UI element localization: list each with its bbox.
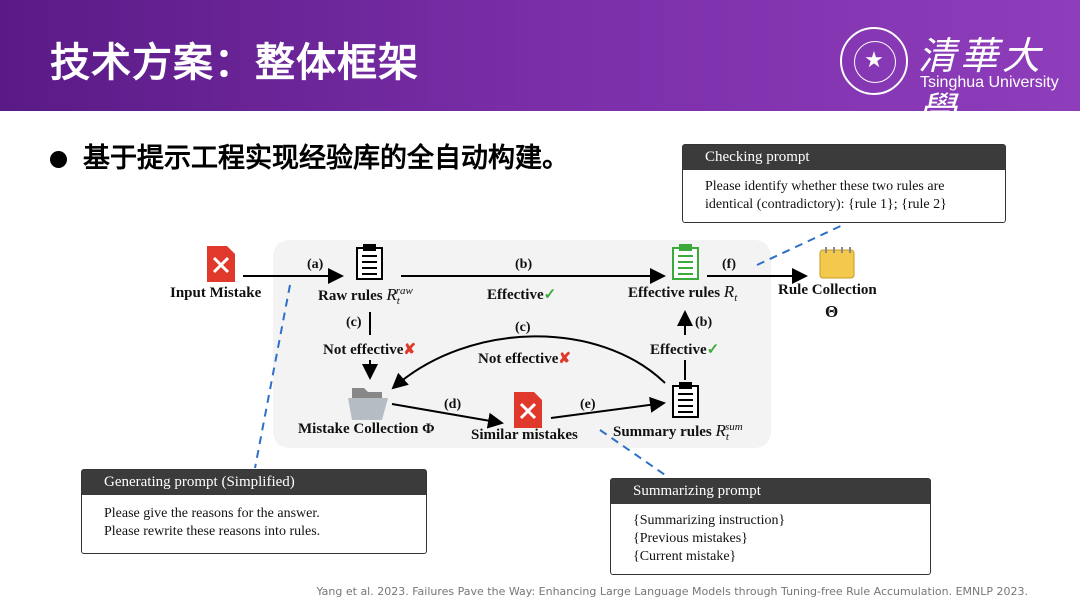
arrow-c-curve (391, 335, 666, 390)
effective-label-top: Effective✓ (487, 287, 557, 303)
checking-line: identical (contradictory): {rule 1}; {ru… (705, 197, 947, 212)
rule-collection-notebook-icon (819, 247, 855, 279)
rule-collection-label: Rule Collection (778, 282, 877, 298)
citation: Yang et al. 2023. Failures Pave the Way:… (316, 585, 1028, 598)
slide-header: 技术方案：整体框架 ★ 清華大學 Tsinghua University (0, 0, 1080, 133)
generating-line: Please give the reasons for the answer. (104, 506, 320, 521)
input-mistake-icon (207, 246, 235, 282)
summarizing-line: {Previous mistakes} (633, 531, 748, 546)
summarizing-line: {Current mistake} (633, 549, 737, 564)
tsinghua-seal-logo: ★ (840, 27, 908, 95)
effective-rules-label: Effective rules Rt (628, 282, 738, 304)
not-effective-curve: Not effective✘ (478, 351, 571, 367)
bullet-point: 基于提示工程实现经验库的全自动构建。 (50, 136, 569, 175)
summarizing-prompt-box: Summarizing prompt {Summarizing instruct… (610, 478, 931, 575)
generating-line: Please rewrite these reasons into rules. (104, 524, 321, 539)
checking-prompt-title: Checking prompt (683, 145, 1005, 170)
effective-rules-clipboard-icon (672, 244, 699, 280)
label-c-left: (c) (346, 315, 362, 330)
label-b: (b) (515, 257, 533, 272)
label-c-curve: (c) (515, 320, 531, 335)
logo-chinese: 清華大學 (918, 34, 1045, 133)
summarizing-prompt-title: Summarizing prompt (611, 479, 930, 504)
raw-rules-label: Raw rules Rtraw (318, 285, 413, 307)
label-b-right: (b) (695, 315, 713, 330)
label-a: (a) (307, 257, 324, 272)
mistake-collection-folder-icon (348, 388, 388, 420)
similar-mistake-icon (514, 392, 542, 428)
mistake-collection-label: Mistake Collection Φ (298, 421, 435, 437)
similar-mistakes-label: Similar mistakes (471, 427, 578, 443)
bullet-dot (50, 151, 67, 168)
summary-rules-clipboard-icon (672, 382, 699, 418)
logo-english: Tsinghua University (920, 74, 1059, 91)
dashed-to-checking (756, 223, 846, 266)
summarizing-line: {Summarizing instruction} (633, 513, 786, 528)
arrow-d (391, 403, 504, 429)
generating-prompt-box: Generating prompt (Simplified) Please gi… (81, 469, 427, 554)
label-e: (e) (580, 397, 596, 412)
label-d: (d) (444, 397, 462, 412)
generating-prompt-title: Generating prompt (Simplified) (82, 470, 426, 495)
slide-title: 技术方案：整体框架 (50, 40, 419, 86)
not-effective-left: Not effective✘ (323, 342, 416, 358)
checking-prompt-box: Checking prompt Please identify whether … (682, 144, 1006, 223)
input-mistake-label: Input Mistake (170, 285, 262, 301)
checking-line: Please identify whether these two rules … (705, 179, 945, 194)
label-f: (f) (722, 257, 736, 272)
theta-symbol: Θ (825, 302, 839, 321)
dashed-to-generating (254, 284, 291, 469)
bullet-text: 基于提示工程实现经验库的全自动构建。 (83, 143, 569, 174)
raw-rules-clipboard-icon (356, 244, 383, 280)
arrow-e (550, 396, 666, 419)
summary-rules-label: Summary rules Rtsum (613, 421, 743, 443)
effective-label-right: Effective✓ (650, 342, 720, 358)
